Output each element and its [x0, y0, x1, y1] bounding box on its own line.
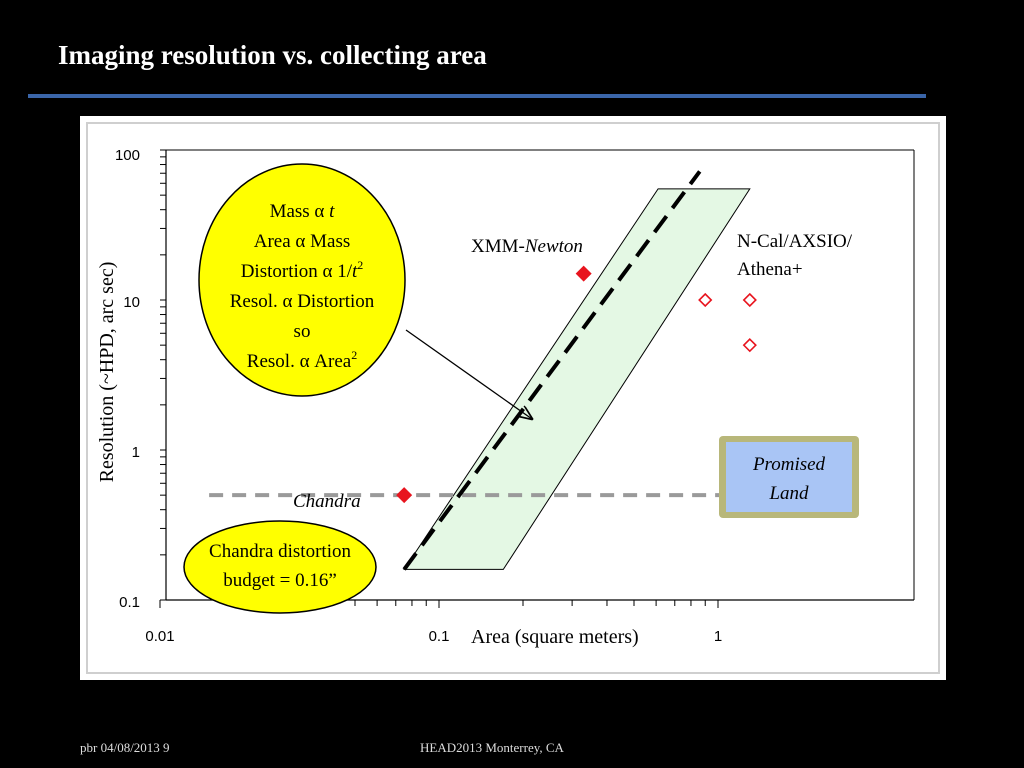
- footer-left: pbr 04/08/2013 9: [80, 740, 170, 755]
- nextgen-parameter-band: [403, 188, 751, 570]
- x-tick-label-0.1: 0.1: [429, 628, 450, 645]
- title-rule: [28, 94, 926, 98]
- mass-bubble-line3: Distortion α 1/t2: [241, 258, 364, 282]
- y-tick-label-0.1: 0.1: [119, 594, 140, 611]
- promised-land-line1: Promised: [752, 454, 826, 475]
- chandra-point: [396, 487, 413, 504]
- mass-line6-b: 2: [351, 348, 357, 362]
- x-tick-label-1: 1: [714, 628, 722, 645]
- slide-title: Imaging resolution vs. collecting area: [58, 40, 487, 70]
- footer-center: HEAD2013 Monterrey, CA: [420, 740, 564, 755]
- nextgen-point-3: [742, 338, 757, 353]
- y-tick-label-10: 10: [123, 294, 140, 311]
- chart-panel-border: [86, 122, 940, 674]
- promised-land-line2: Land: [768, 483, 809, 504]
- mass-line3-b: t: [352, 261, 358, 282]
- promised-land-box: Promised Land: [719, 436, 859, 518]
- mass-line3-c: 2: [357, 258, 363, 272]
- xmm-label-italic: Newton: [524, 236, 583, 257]
- y-axis-label: Resolution (~HPD, arc sec): [96, 262, 118, 483]
- xmm-newton-point: [575, 265, 592, 282]
- nextgen-point-1: [698, 292, 713, 308]
- budget-bubble-shape: [183, 520, 377, 614]
- x-axis-label: Area (square meters): [471, 626, 639, 648]
- chart: 100 10 1 0.1 0.01 0.1 1 Area (square met…: [80, 116, 946, 680]
- mass-bubble-shape: [198, 163, 406, 397]
- y-tick-label-1: 1: [132, 444, 140, 461]
- mass-bubble-line5: so: [294, 321, 311, 342]
- xmm-newton-label: XMM-Newton: [471, 236, 583, 257]
- mass-bubble-line4: Resol. α Distortion: [230, 291, 375, 312]
- budget-bubble-line2: budget = 0.16”: [223, 570, 337, 591]
- mass-bubble-arrow: [405, 329, 532, 419]
- mass-line3-a: Distortion α 1/: [241, 261, 353, 282]
- x-tick-label-0.01: 0.01: [145, 628, 174, 645]
- chandra-budget-bubble: Chandra distortion budget = 0.16”: [183, 520, 377, 614]
- mass-scaling-bubble: Mass α t Area α Mass Distortion α 1/t2 R…: [198, 163, 406, 397]
- mass-line1-a: Mass α: [270, 201, 330, 222]
- mass-bubble-line2: Area α Mass: [254, 231, 350, 252]
- ncal-label-line2: Athena+: [737, 259, 803, 280]
- chandra-label: Chandra: [293, 491, 361, 512]
- scaling-trend-line: [402, 170, 702, 571]
- mass-line1-b: t: [329, 201, 335, 222]
- nextgen-point-2: [742, 292, 757, 308]
- budget-bubble-line1: Chandra distortion: [209, 541, 351, 562]
- mass-line6-a: Resol. α Area: [247, 351, 352, 372]
- mass-bubble-line6: Resol. α Area2: [247, 348, 357, 372]
- ncal-label-line1: N-Cal/AXSIO/: [737, 231, 853, 252]
- xmm-label-plain: XMM-: [471, 236, 525, 257]
- y-tick-label-100: 100: [115, 147, 140, 164]
- mass-bubble-line1: Mass α t: [270, 201, 336, 222]
- promised-land-fill: [726, 442, 852, 512]
